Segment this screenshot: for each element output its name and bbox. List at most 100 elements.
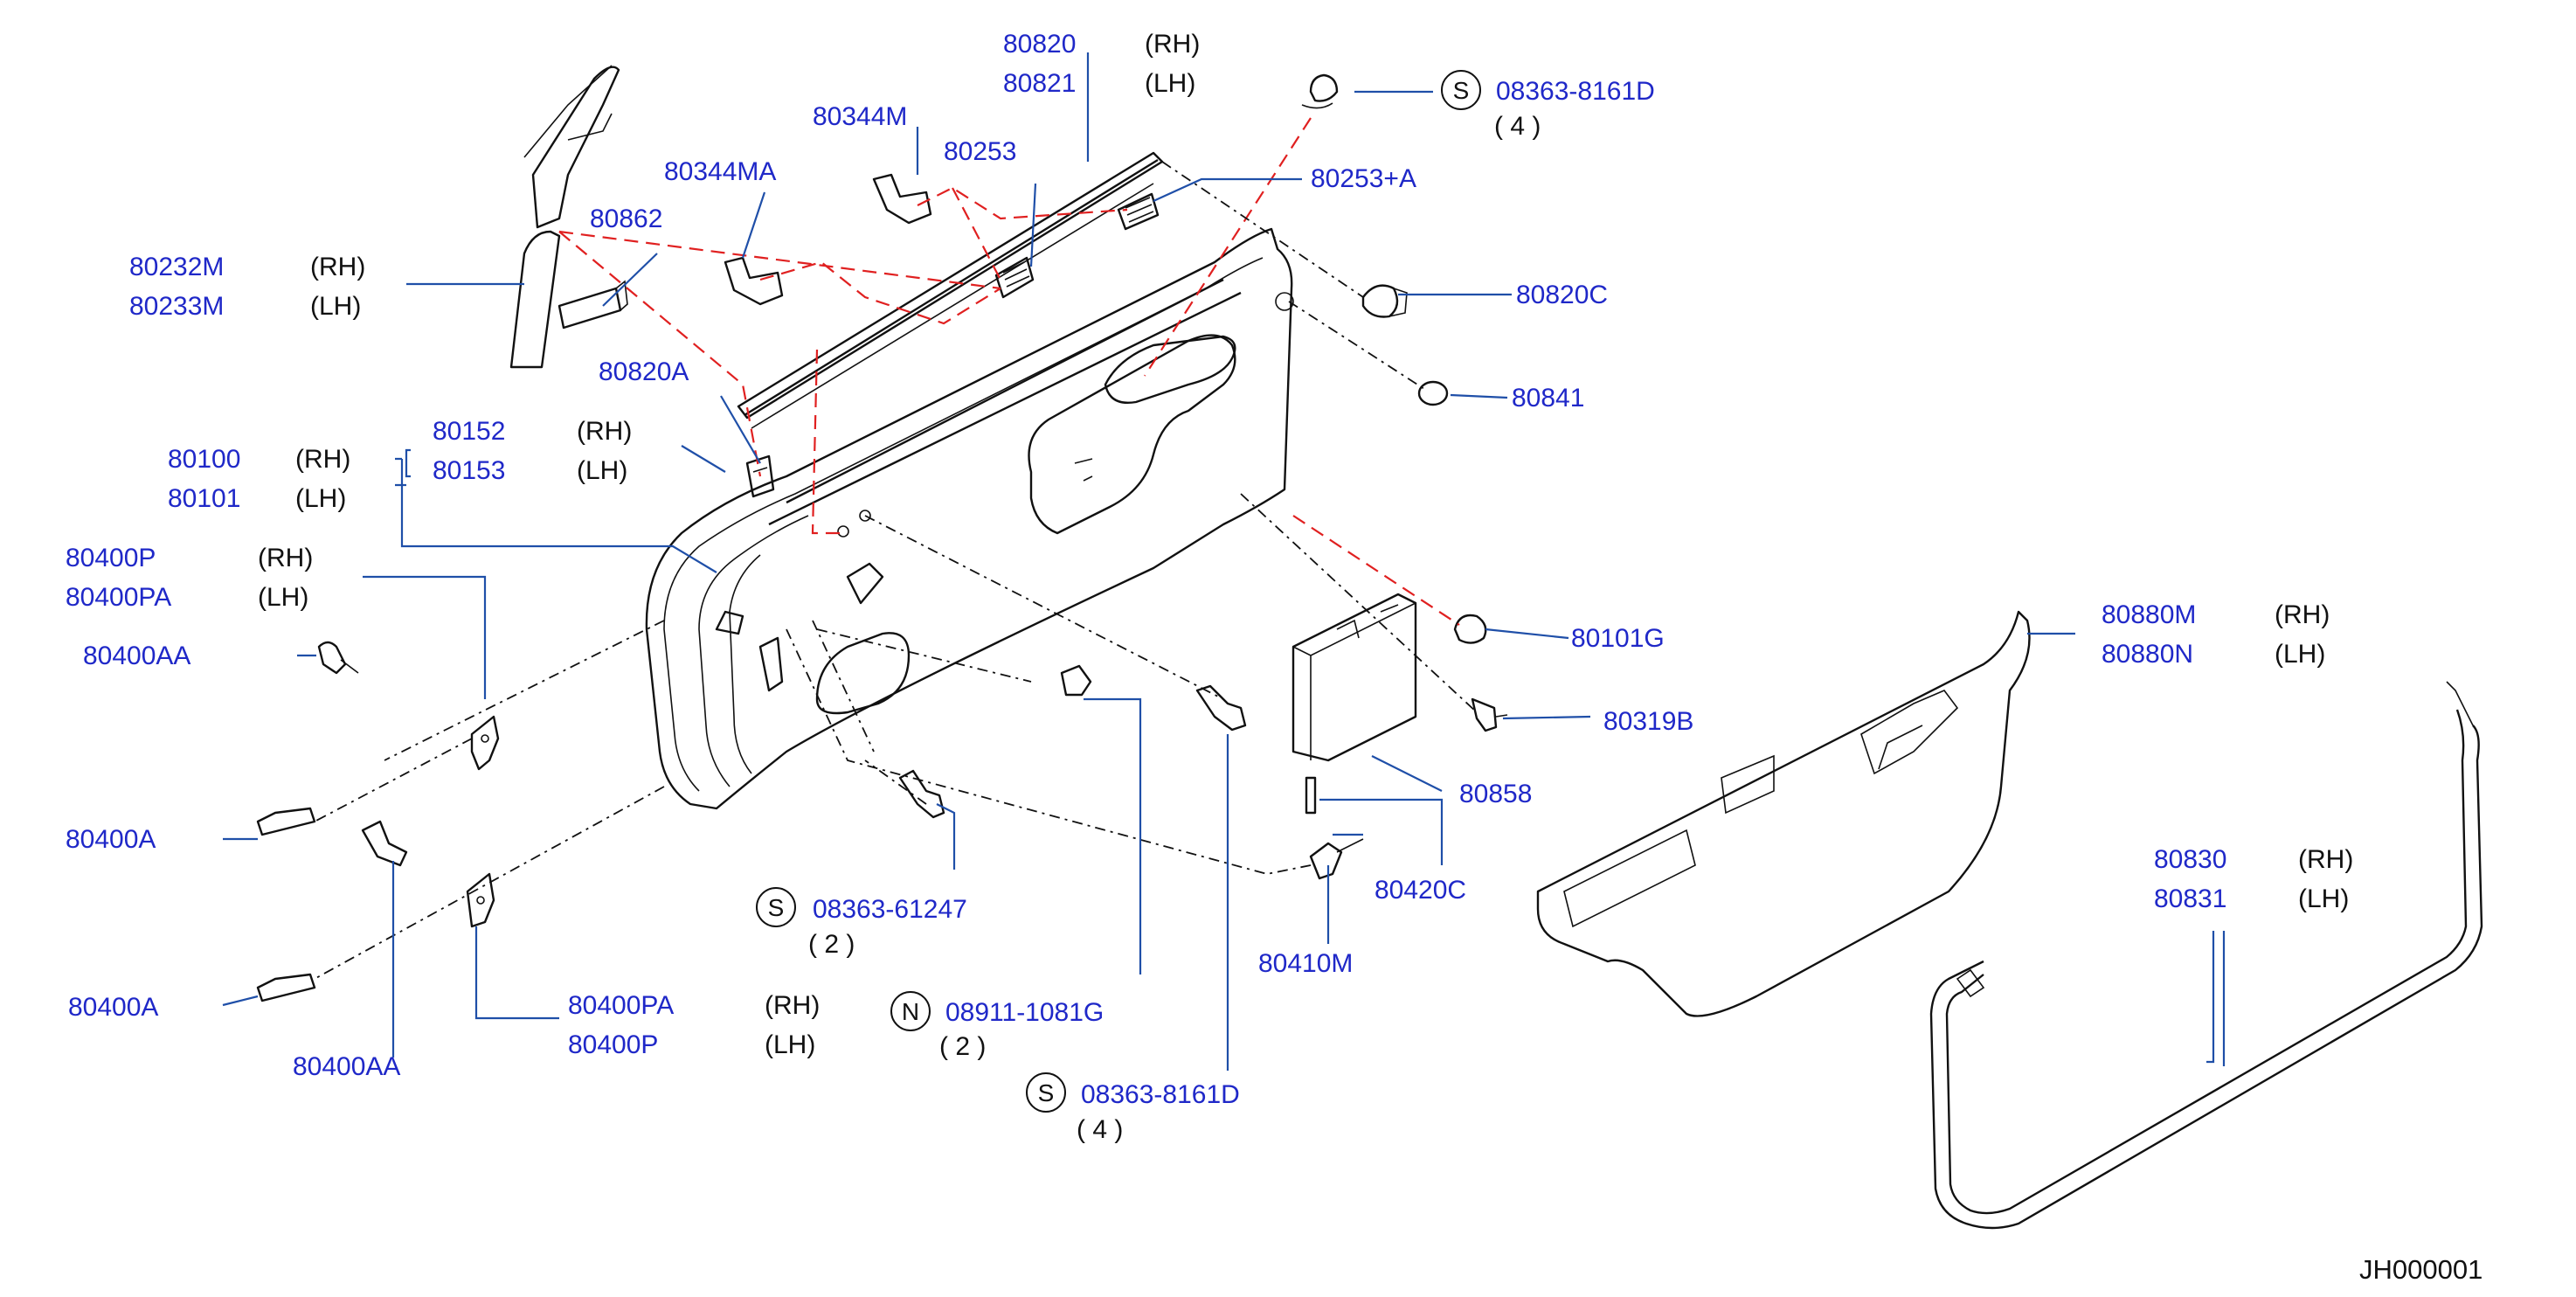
side-lh: (LH) <box>258 583 308 612</box>
plate-80253A <box>1117 192 1160 231</box>
callout-80232M: 80232M (RH) 80233M (LH) <box>129 253 365 321</box>
standard-part-marker <box>1026 1072 1066 1113</box>
quantity: ( 4 ) <box>1494 112 1541 141</box>
marker-letter-n: N <box>902 998 919 1025</box>
side-rh: (RH) <box>2298 845 2353 874</box>
part-number-80820C: 80820C <box>1516 281 1608 309</box>
side-lh: (LH) <box>295 484 346 513</box>
rod-80420C <box>1305 776 1317 815</box>
part-number-80400PA: 80400PA <box>66 583 171 612</box>
part-number-80400P: 80400P <box>568 1030 658 1059</box>
bolt-80400A-lower <box>256 973 316 1002</box>
part-number-80400AA: 80400AA <box>293 1052 400 1081</box>
hinge-80400P-upper <box>470 715 500 771</box>
clip-80820C <box>1361 284 1408 318</box>
part-number-08363-8161D: 08363-8161D <box>1081 1080 1240 1109</box>
standard-part-marker <box>756 887 796 927</box>
diagram-reference-code: JH000001 <box>2359 1254 2483 1285</box>
part-number-80821: 80821 <box>1003 69 1076 98</box>
clip-80344M <box>872 173 932 225</box>
side-lh: (LH) <box>2275 640 2325 669</box>
part-number-80233M: 80233M <box>129 292 224 321</box>
part-number-80253A: 80253+A <box>1311 164 1416 193</box>
callout-80400PA-bottom: 80400PA (RH) 80400P (LH) <box>568 991 820 1059</box>
part-number-08363-8161D: 08363-8161D <box>1496 77 1655 106</box>
part-number-80400A: 80400A <box>68 993 158 1022</box>
screw-08363-8161D-top <box>1301 73 1339 109</box>
standard-part-marker <box>1441 70 1481 110</box>
callout-08911-1081G: N 08911-1081G ( 2 ) <box>890 991 1104 1061</box>
side-rh: (RH) <box>765 991 820 1020</box>
door-panel-outer <box>645 227 1294 810</box>
quantity: ( 4 ) <box>1077 1115 1123 1144</box>
corner-sash-80232M <box>509 65 620 369</box>
bolt-80400AA-bottom <box>361 820 408 867</box>
marker-letter-s: S <box>1453 77 1470 104</box>
part-number-80820A: 80820A <box>599 357 689 386</box>
side-lh: (LH) <box>310 292 361 321</box>
quantity: ( 2 ) <box>808 930 855 959</box>
callout-80830: 80830 (RH) 80831 (LH) <box>2154 845 2353 913</box>
assembly-lines-red <box>558 117 1460 626</box>
side-lh: (LH) <box>765 1030 815 1059</box>
clip-80820A <box>745 454 775 498</box>
part-number-80858: 80858 <box>1459 780 1532 808</box>
pocket-80858 <box>1291 593 1417 762</box>
part-number-80400AA: 80400AA <box>83 642 190 670</box>
side-rh: (RH) <box>295 445 350 474</box>
nut-08911-1081G <box>1060 664 1092 697</box>
clip-80344MA <box>724 256 784 306</box>
bracket-80152 <box>405 448 411 478</box>
screw-08363-8161D-bottom <box>1195 684 1247 732</box>
quantity: ( 2 ) <box>939 1032 986 1061</box>
clip-80319B <box>1471 697 1508 732</box>
part-number-80830: 80830 <box>2154 845 2226 874</box>
door-outside-moulding <box>737 151 1164 429</box>
part-number-80410M: 80410M <box>1258 949 1353 978</box>
side-rh: (RH) <box>258 544 313 572</box>
side-rh: (RH) <box>577 417 632 446</box>
part-number-80400P: 80400P <box>66 544 156 572</box>
part-number-80820: 80820 <box>1003 30 1076 59</box>
part-number-80100: 80100 <box>168 445 240 474</box>
part-number-80344M: 80344M <box>813 102 907 131</box>
weatherstrip-80830 <box>1929 681 2483 1230</box>
side-lh: (LH) <box>1145 69 1195 98</box>
side-lh: (LH) <box>2298 884 2349 913</box>
part-number-80152: 80152 <box>433 417 505 446</box>
part-number-08363-61247: 08363-61247 <box>813 895 967 924</box>
marker-letter-s: S <box>1038 1079 1055 1106</box>
callout-80100: 80100 (RH) 80101 (LH) <box>168 445 350 513</box>
filler-block-80862 <box>557 280 628 329</box>
callout-08363-8161D-bottom: S 08363-8161D ( 4 ) <box>1026 1072 1240 1144</box>
callout-80400P: 80400P (RH) 80400PA (LH) <box>66 544 313 612</box>
part-number-80841: 80841 <box>1512 384 1584 413</box>
assembly-lines-dashdot <box>314 161 1478 980</box>
nut-marker <box>890 991 931 1031</box>
part-number-80232M: 80232M <box>129 253 224 281</box>
part-number-80101: 80101 <box>168 484 240 513</box>
hinge-80400P-lower <box>466 872 495 928</box>
part-number-80400PA: 80400PA <box>568 991 674 1020</box>
bolt-80400A-upper <box>256 807 316 836</box>
side-lh: (LH) <box>577 456 627 485</box>
callout-80820: 80820 (RH) 80821 (LH) <box>1003 30 1200 98</box>
callout-08363-61247: S 08363-61247 ( 2 ) <box>756 887 967 959</box>
part-number-80880M: 80880M <box>2102 600 2196 629</box>
part-number-80344MA: 80344MA <box>664 157 776 186</box>
callout-08363-8161D-top: S 08363-8161D ( 4 ) <box>1441 70 1655 141</box>
part-number-80831: 80831 <box>2154 884 2226 913</box>
part-number-80319B: 80319B <box>1603 707 1693 736</box>
leader-lines <box>222 52 2226 1071</box>
screw-08363-61247 <box>898 769 945 819</box>
part-number-80101G: 80101G <box>1571 624 1665 653</box>
part-number-80400A: 80400A <box>66 825 156 854</box>
part-number-80880N: 80880N <box>2102 640 2193 669</box>
callout-80880M: 80880M (RH) 80880N (LH) <box>2102 600 2330 669</box>
cap-80841 <box>1417 380 1449 406</box>
clip-80101G <box>1453 614 1487 644</box>
side-rh: (RH) <box>2275 600 2330 629</box>
part-number-80862: 80862 <box>590 205 662 233</box>
side-rh: (RH) <box>1145 30 1200 59</box>
